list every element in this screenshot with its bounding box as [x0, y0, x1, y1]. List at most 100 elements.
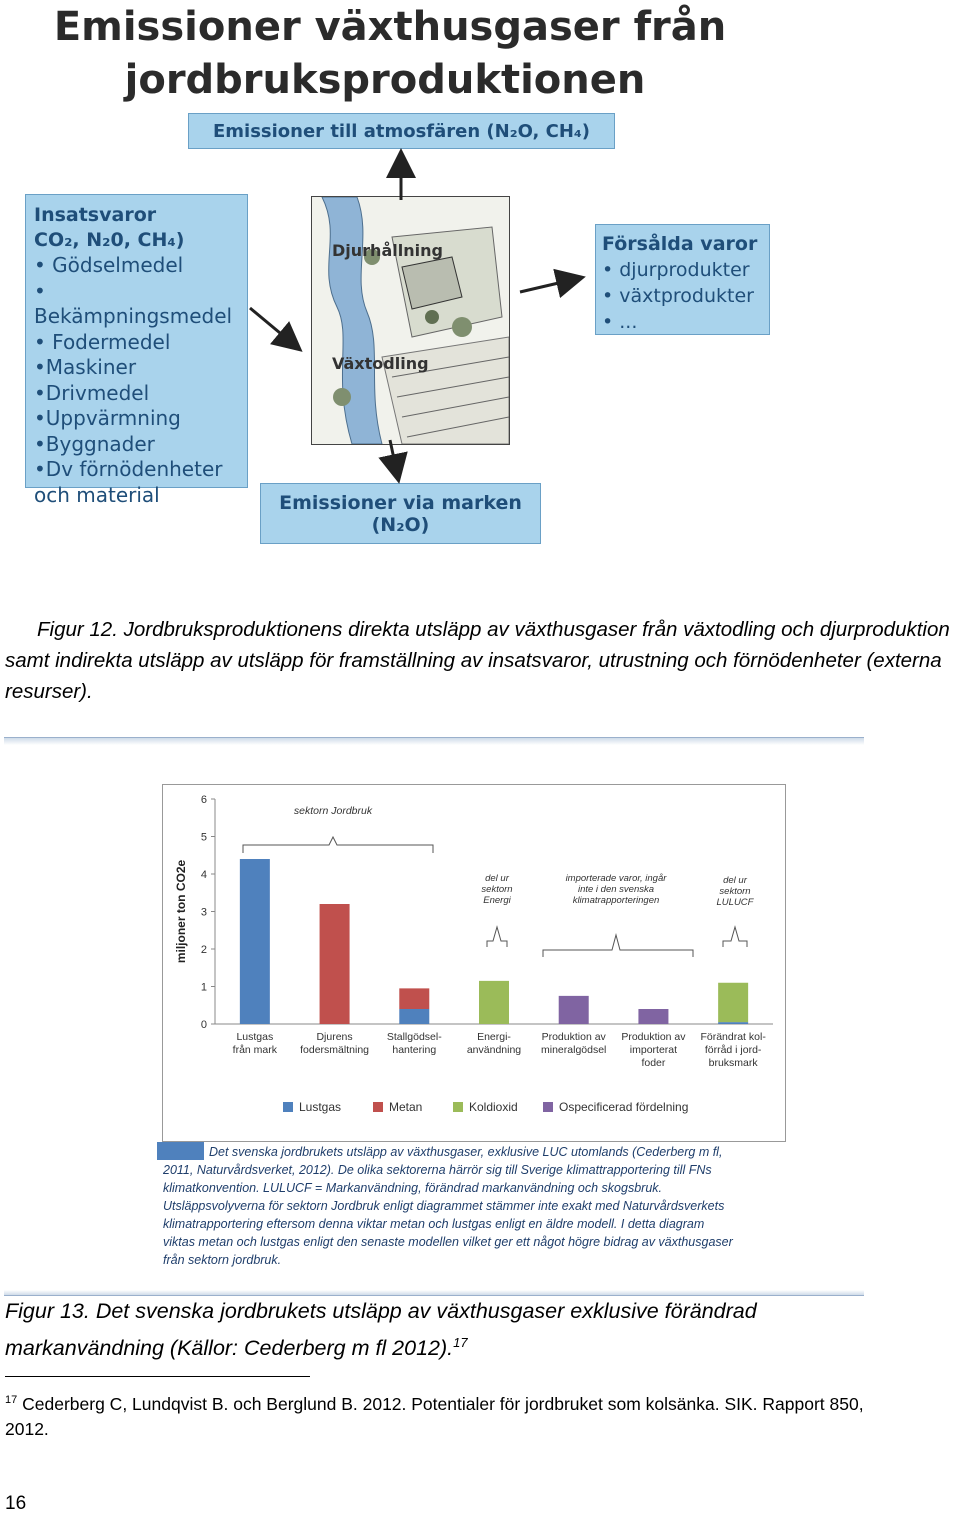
legend-swatch	[283, 1102, 293, 1112]
brace-imported	[542, 933, 694, 957]
inputs-box: Insatsvaror CO₂, N₂0, CH₄) • Gödselmedel…	[25, 194, 248, 507]
atmosphere-box-label: Emissioner till atmosfären (N₂O, CH₄)	[212, 120, 591, 142]
figure-13-top-strip	[4, 737, 864, 745]
annotation-lulucf: LULUCF	[717, 897, 755, 908]
x-category-label: Förändrat kol-	[700, 1031, 766, 1043]
inputs-item: •Dv förnödenheter	[34, 457, 223, 481]
figure-12-caption: Figur 12. Jordbruksproduktionens direkta…	[5, 618, 950, 703]
inputs-item: •Byggnader	[34, 431, 155, 456]
y-tick-label: 6	[201, 794, 207, 806]
sold-item: • djurprodukter	[602, 259, 750, 281]
annotation-lulucf: sektorn	[719, 886, 750, 897]
annotation-energy: sektorn	[481, 884, 512, 895]
legend-label: Ospecificerad fördelning	[559, 1100, 688, 1114]
bar-lustgas	[399, 1009, 430, 1024]
arrow-sold	[519, 268, 586, 299]
inputs-heading-2: CO₂, N₂0, CH₄)	[34, 229, 185, 251]
arrow-down	[378, 439, 408, 484]
bar-koldioxid	[479, 980, 509, 1024]
ground-box-line1: Emissioner via marken	[279, 491, 522, 514]
x-category-label: foder	[641, 1057, 665, 1069]
crop-label: Växtodling	[332, 354, 429, 373]
bar-metan	[319, 904, 350, 1024]
y-tick-label: 1	[201, 982, 207, 994]
legend-label: Metan	[389, 1100, 422, 1114]
annotation-lulucf: del ur	[723, 875, 748, 886]
footnote-text-line1: Cederberg C, Lundqvist B. och Berglund B…	[22, 1393, 864, 1414]
footnote-rule	[5, 1376, 310, 1377]
brace-sector	[242, 835, 434, 853]
sold-item: • ...	[602, 311, 638, 333]
y-tick-label: 4	[201, 869, 207, 881]
bar-koldioxid	[718, 982, 749, 1023]
x-category-label: förråd i jord-	[705, 1044, 762, 1056]
inner-caption-line: Det svenska jordbrukets utsläpp av växth…	[209, 1145, 723, 1159]
x-category-label: Energi-	[477, 1031, 511, 1043]
annotation-energy: del ur	[485, 873, 510, 884]
sold-heading: Försålda varor	[602, 233, 758, 255]
figure-13-caption: Figur 13. Det svenska jordbrukets utsläp…	[5, 1296, 955, 1364]
x-category-label: Lustgas	[236, 1031, 273, 1043]
arrow-inputs	[249, 306, 303, 352]
ground-box-line2: (N₂O)	[371, 513, 430, 536]
annotation-energy: Energi	[483, 895, 511, 906]
inputs-item: •Uppvärmning	[34, 406, 181, 430]
inputs-list: • Gödselmedel • Bekämpningsmedel • Foder…	[34, 253, 247, 508]
inner-caption-line: Utsläppsvolyverna för sektorn Jordbruk e…	[163, 1199, 725, 1213]
figure-13-caption-line2: markanvändning (Källor: Cederberg m fl 2…	[5, 1336, 454, 1361]
legend-swatch	[543, 1102, 553, 1112]
inputs-item: •Drivmedel	[34, 380, 150, 405]
farm-landscape-image	[312, 197, 509, 444]
animal-label: Djurhållning	[332, 241, 443, 260]
figure-13-inner-caption: Det svenska jordbrukets utsläpp av växth…	[163, 1143, 803, 1269]
x-category-label: Stallgödsel-	[387, 1031, 442, 1043]
y-tick-label: 2	[201, 944, 207, 956]
annotation-sector: sektorn Jordbruk	[294, 805, 373, 817]
figure-12-title-line2: jordbruksproduktionen	[124, 57, 646, 103]
legend-swatch	[453, 1102, 463, 1112]
farm-illustration: Djurhållning Växtodling	[311, 196, 510, 445]
legend-swatch	[373, 1102, 383, 1112]
figure-13-caption-line1: Figur 13. Det svenska jordbrukets utsläp…	[5, 1299, 757, 1323]
bar-metan	[399, 988, 430, 1009]
y-axis-title: miljoner ton CO2e	[174, 860, 188, 964]
footnote-number: 17	[5, 1394, 18, 1406]
x-category-label: från mark	[233, 1044, 278, 1056]
y-tick-label: 5	[201, 832, 207, 844]
sold-box: Försålda varor • djurprodukter • växtpro…	[595, 224, 770, 335]
sold-list: • djurprodukter • växtprodukter • ...	[602, 257, 769, 335]
sold-item: • växtprodukter	[602, 285, 754, 307]
page-number: 16	[5, 1493, 27, 1514]
annotation-imported: inte i den svenska	[578, 884, 654, 895]
inputs-item: • Fodermedel	[34, 329, 171, 354]
x-category-label: mineralgödsel	[541, 1044, 606, 1056]
x-category-label: fodersmältning	[300, 1044, 369, 1056]
figure-12-arrows	[249, 148, 586, 484]
bar-lustgas	[239, 859, 270, 1024]
x-category-label: Produktion av	[542, 1031, 607, 1043]
bar-ospecificerad-fördelning	[558, 995, 589, 1024]
inputs-item: • Bekämpningsmedel	[34, 278, 233, 329]
figure-13-caption-sup: 17	[453, 1335, 468, 1350]
x-category-label: Produktion av	[621, 1031, 686, 1043]
x-category-label: Djurens	[316, 1031, 352, 1043]
brace-lulucf	[722, 925, 748, 947]
inner-caption-line: viktas metan och lustgas enligt den sena…	[163, 1235, 733, 1249]
brace-energy	[486, 925, 508, 947]
x-category-label: användning	[467, 1044, 521, 1056]
inner-caption-line: klimatrapportering eftersom denna viktar…	[163, 1217, 705, 1231]
footnote: 17 Cederberg C, Lundqvist B. och Berglun…	[5, 1388, 955, 1442]
bar-ospecificerad-fördelning	[638, 1009, 669, 1024]
inputs-item: • Gödselmedel	[34, 253, 184, 277]
figure-13-bottom-strip	[4, 1290, 864, 1296]
x-category-label: importerat	[630, 1044, 677, 1056]
x-category-label: bruksmark	[709, 1057, 759, 1069]
inputs-heading-1: Insatsvaror	[34, 204, 157, 226]
footnote-text-line2: 2012.	[5, 1418, 49, 1439]
inner-caption-line: från sektorn jordbruk.	[163, 1253, 282, 1267]
inner-caption-line: klimatkonvention. LULUCF = Markanvändnin…	[163, 1181, 662, 1195]
bar-lustgas	[718, 1022, 749, 1024]
annotation-imported: importerade varor, ingår	[566, 873, 668, 884]
